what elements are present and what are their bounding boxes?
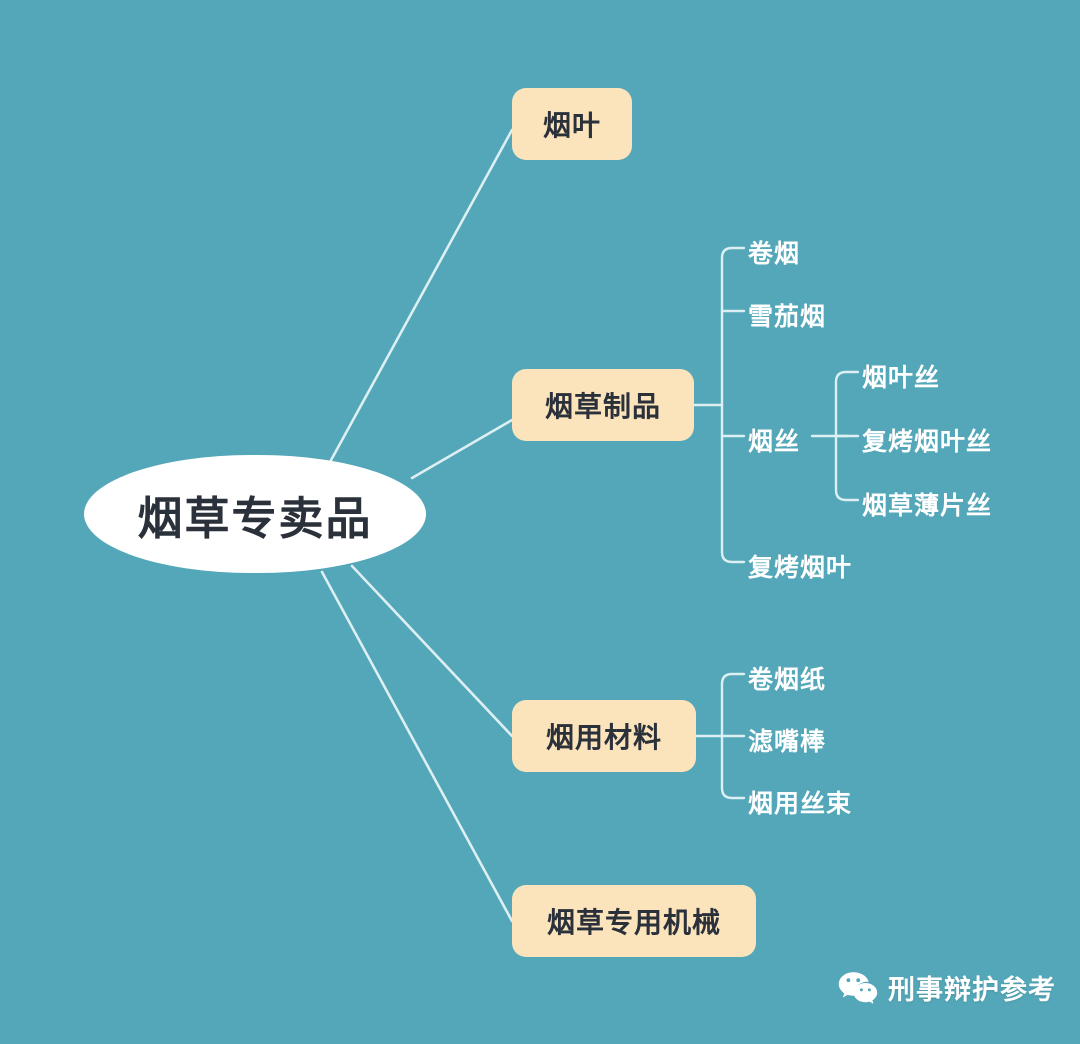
watermark: 刑事辩护参考 bbox=[838, 968, 1056, 1007]
wechat-icon bbox=[838, 971, 878, 1004]
bracket-tobacco-products bbox=[720, 246, 746, 564]
branch-node-label: 烟用材料 bbox=[545, 722, 662, 753]
branch-node-label: 烟草专用机械 bbox=[546, 907, 721, 938]
branch-node-label: 烟草制品 bbox=[544, 391, 661, 422]
branch-node-tobacco-machinery[interactable]: 烟草专用机械 bbox=[512, 885, 756, 957]
leaf-label-tobacco-tow[interactable]: 烟用丝束 bbox=[748, 790, 853, 818]
leaf-label-reroasted-leaf-strip[interactable]: 复烤烟叶丝 bbox=[862, 428, 993, 456]
branch-node-tobacco-materials[interactable]: 烟用材料 bbox=[512, 700, 696, 772]
leaf-label-filter-rod[interactable]: 滤嘴棒 bbox=[748, 728, 827, 756]
connector-root-to-tobacco-products bbox=[410, 418, 514, 480]
leaf-label-cigar[interactable]: 雪茄烟 bbox=[748, 303, 827, 331]
watermark-text: 刑事辩护参考 bbox=[888, 975, 1056, 1005]
leaf-label-tobacco-leaf-strip[interactable]: 烟叶丝 bbox=[862, 364, 941, 392]
root-node[interactable]: 烟草专卖品 bbox=[84, 455, 426, 573]
leaf-label-cigarette[interactable]: 卷烟 bbox=[748, 240, 801, 268]
root-node-label: 烟草专卖品 bbox=[137, 492, 373, 544]
branch-node-tobacco-leaf[interactable]: 烟叶 bbox=[512, 88, 632, 160]
leaf-label-cut-tobacco[interactable]: 烟丝 bbox=[748, 428, 801, 456]
connector-root-to-tobacco-leaf bbox=[328, 128, 514, 464]
branch-node-tobacco-products[interactable]: 烟草制品 bbox=[512, 369, 694, 441]
connector-root-to-tobacco-materials bbox=[350, 564, 514, 738]
leaf-label-reconstituted-tobacco-strip[interactable]: 烟草薄片丝 bbox=[862, 492, 993, 520]
leaf-label-cigarette-paper[interactable]: 卷烟纸 bbox=[748, 666, 827, 694]
connector-root-to-tobacco-machinery bbox=[320, 570, 514, 923]
leaf-label-reroasted-tobacco-leaf[interactable]: 复烤烟叶 bbox=[748, 554, 853, 582]
branch-node-label: 烟叶 bbox=[542, 110, 601, 141]
